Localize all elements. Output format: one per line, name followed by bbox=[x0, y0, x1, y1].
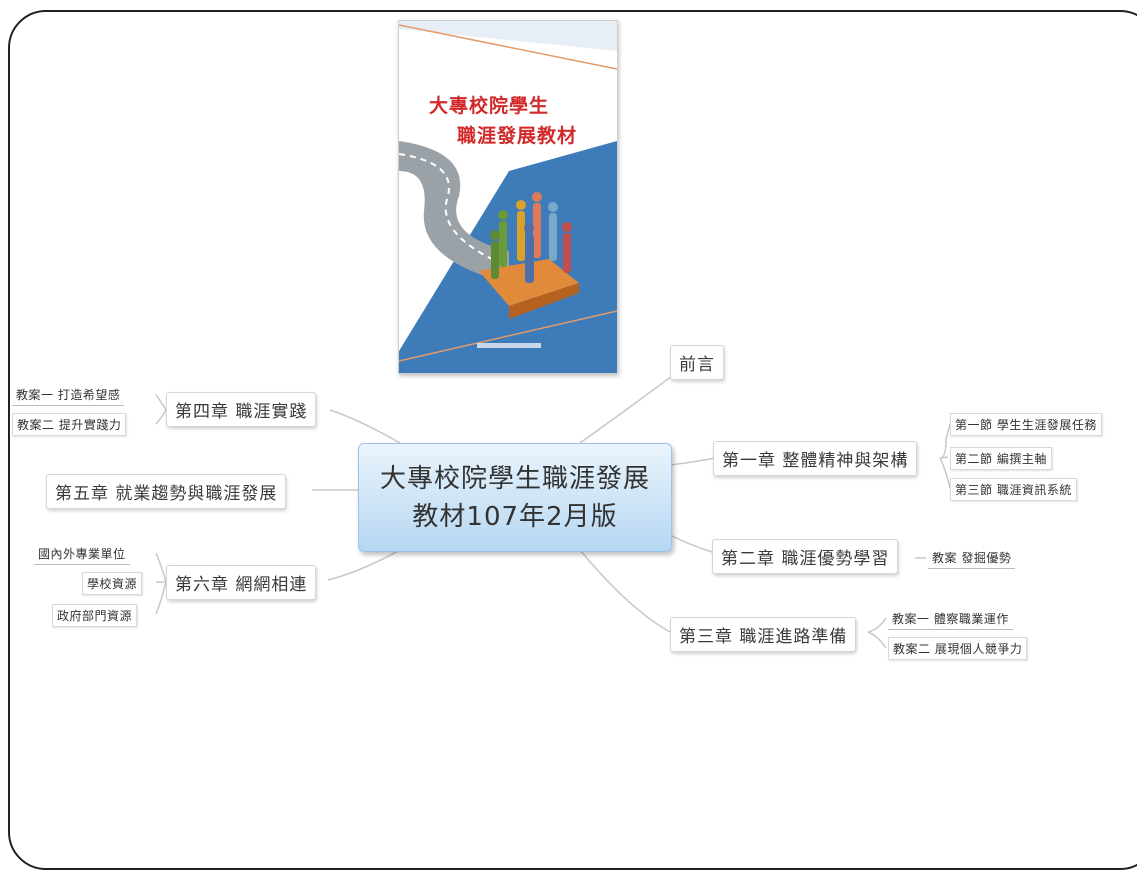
edge-ch2 bbox=[669, 534, 713, 553]
edge-preface bbox=[579, 369, 681, 444]
topic-chapter-1[interactable]: 第一章 整體精神與架構 bbox=[713, 441, 918, 476]
topic-chapter-4[interactable]: 第四章 職涯實踐 bbox=[166, 392, 317, 427]
subtopic-ch6-item1[interactable]: 國內外專業單位 bbox=[34, 543, 130, 565]
book-title-line1: 大專校院學生 bbox=[429, 95, 550, 117]
topic-preface[interactable]: 前言 bbox=[670, 345, 724, 380]
edge-ch4 bbox=[329, 409, 401, 444]
edge-ch3 bbox=[579, 549, 671, 633]
subtopic-ch3-lesson2[interactable]: 教案二 展現個人競爭力 bbox=[888, 637, 1028, 660]
book-cover-image: 大專校院學生 職涯發展教材 bbox=[398, 20, 618, 374]
topic-chapter-3[interactable]: 第三章 職涯進路準備 bbox=[670, 617, 857, 652]
subtopic-ch4-lesson2[interactable]: 教案二 提升實踐力 bbox=[12, 413, 127, 436]
subtopic-ch1-section1[interactable]: 第一節 學生生涯發展任務 bbox=[950, 413, 1102, 436]
subtopic-ch1-section3[interactable]: 第三節 職涯資訊系統 bbox=[950, 478, 1077, 501]
topic-chapter-6[interactable]: 第六章 網網相連 bbox=[166, 565, 317, 600]
subtopic-ch3-lesson1[interactable]: 教案一 體察職業運作 bbox=[888, 608, 1013, 630]
topic-chapter-5[interactable]: 第五章 就業趨勢與職涯發展 bbox=[46, 474, 287, 509]
connector-lines bbox=[155, 369, 951, 649]
topic-chapter-2[interactable]: 第二章 職涯優勢學習 bbox=[712, 539, 899, 574]
book-title-line2: 職涯發展教材 bbox=[457, 125, 578, 147]
subtopic-ch6-item3[interactable]: 政府部門資源 bbox=[52, 604, 138, 627]
subtopic-ch1-section2[interactable]: 第二節 編撰主軸 bbox=[950, 447, 1052, 470]
edge-ch1 bbox=[669, 457, 716, 466]
subtopic-ch6-item2[interactable]: 學校資源 bbox=[82, 572, 143, 595]
central-topic-line2: 教材107年2月版 bbox=[412, 501, 618, 532]
central-topic-line1: 大專校院學生職涯發展 bbox=[379, 463, 650, 494]
edge-ch6 bbox=[327, 549, 401, 581]
subtopic-ch4-lesson1[interactable]: 教案一 打造希望感 bbox=[12, 384, 125, 406]
subtopic-ch2-lesson[interactable]: 教案 發掘優勢 bbox=[928, 547, 1016, 569]
central-topic[interactable]: 大專校院學生職涯發展 教材107年2月版 bbox=[358, 443, 672, 552]
